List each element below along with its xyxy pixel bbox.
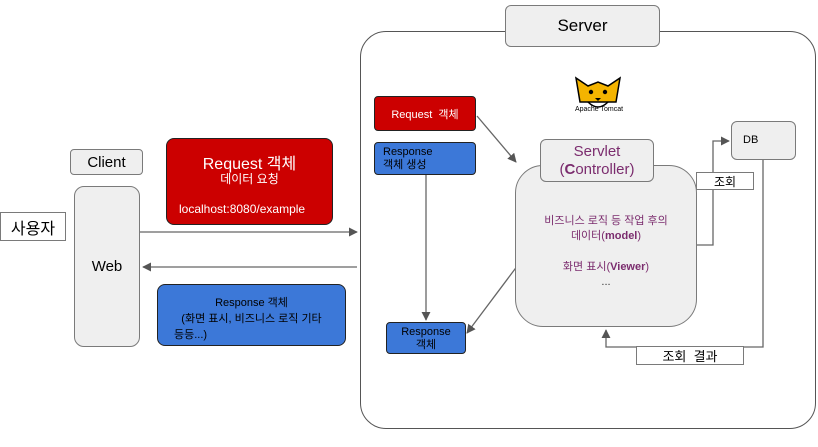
response-note: Response 객체 (화면 표시, 비즈니스 로직 기타 등등...) — [157, 284, 346, 346]
request-note-subtitle: 데이터 요청 — [220, 172, 279, 186]
servlet-line2-prefix: 데이터( — [570, 230, 605, 242]
servlet-line3-suffix: ) — [645, 261, 650, 273]
client-label-text: Client — [87, 153, 126, 171]
servlet-title: Servlet — [573, 143, 621, 160]
request-note-title: Request 객체 — [202, 156, 297, 173]
servlet-line3-prefix: 화면 표시( — [562, 261, 611, 273]
web-box: Web — [74, 186, 140, 347]
tomcat-logo: Apache Tomcat — [568, 68, 628, 118]
servlet-line2-bold: model — [604, 230, 638, 242]
server-label-text: Server — [557, 16, 608, 35]
db-box: DB — [731, 121, 796, 160]
response-object-line2: 객체 — [415, 339, 437, 351]
response-note-line3: 등등...) — [174, 329, 208, 341]
controller-c: C — [564, 161, 576, 178]
web-label: Web — [91, 258, 123, 275]
servlet-line1: 비즈니스 로직 등 작업 후의 — [544, 215, 668, 227]
server-label: Server — [505, 5, 660, 47]
servlet-line2: 데이터(model) — [515, 229, 697, 244]
request-object-label: Request 객체 — [391, 108, 459, 121]
request-note: Request 객체 데이터 요청 localhost:8080/example — [166, 138, 333, 225]
servlet-controller: (Controller) — [541, 161, 653, 179]
client-label: Client — [70, 149, 143, 175]
query-label: 조회 — [696, 172, 754, 190]
response-create-line2: 객체 생성 — [383, 159, 427, 171]
request-to-servlet-arrow — [476, 115, 517, 163]
servlet-to-response-arrow — [466, 264, 519, 334]
request-object: Request 객체 — [374, 96, 476, 131]
servlet-to-db-arrow — [697, 136, 730, 246]
servlet-body — [515, 165, 697, 327]
response-create-line1: Response — [383, 146, 433, 158]
servlet-line2-suffix: ) — [637, 230, 642, 242]
tomcat-label: Apache Tomcat — [574, 106, 624, 113]
query-result-text: 조회 결과 — [662, 349, 718, 364]
servlet-line4: ... — [601, 276, 611, 288]
query-result-label: 조회 결과 — [636, 346, 744, 365]
user-box: 사용자 — [0, 212, 66, 241]
servlet-line3: 화면 표시(Viewer) — [515, 260, 697, 275]
response-object: Response 객체 — [386, 322, 466, 354]
tomcat-cat-icon — [574, 76, 622, 108]
controller-rest: ontroller) — [575, 161, 635, 178]
user-label: 사용자 — [10, 220, 56, 238]
servlet-line3-bold: Viewer — [610, 261, 646, 273]
request-note-url: localhost:8080/example — [179, 202, 306, 216]
query-label-text: 조회 — [713, 174, 737, 189]
response-note-line2: (화면 표시, 비즈니스 로직 기타 — [181, 313, 322, 325]
db-label: DB — [743, 134, 759, 146]
servlet-header: Servlet (Controller) — [540, 139, 654, 182]
controller-paren: ( — [559, 161, 565, 178]
response-create: Response 객체 생성 — [374, 142, 476, 175]
response-object-line1: Response — [401, 326, 451, 338]
response-note-line1: Response 객체 — [215, 297, 288, 309]
servlet-text: 비즈니스 로직 등 작업 후의 데이터(model) 화면 표시(Viewer)… — [515, 214, 697, 290]
